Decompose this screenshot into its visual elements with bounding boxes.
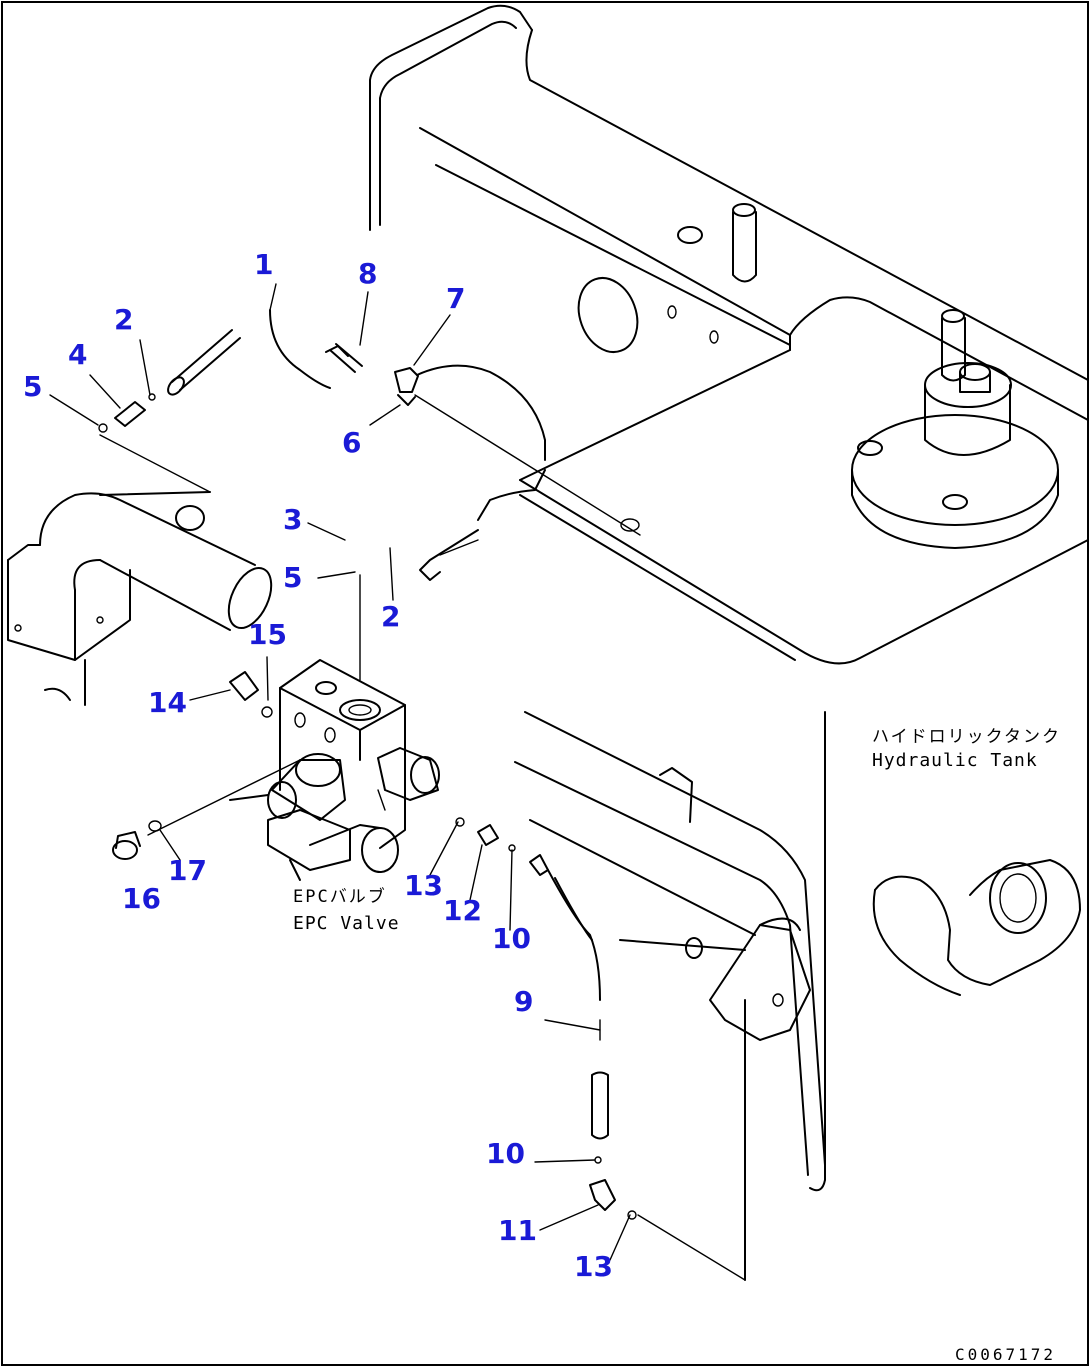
tank-neck-detail	[872, 859, 1081, 996]
hose-9	[529, 854, 637, 1220]
callout-15: 15	[248, 618, 287, 651]
callout-2: 2	[114, 303, 134, 336]
callout-1: 1	[254, 248, 274, 281]
hydraulic-tank-outline	[369, 4, 1089, 665]
epc-valve-label-en: EPC Valve	[293, 913, 400, 934]
fittings-upper-left	[98, 345, 349, 433]
hydraulic-tank-label-en: Hydraulic Tank	[872, 750, 1038, 771]
callout-16: 16	[122, 882, 161, 915]
fittings-epc-left	[112, 671, 273, 860]
callout-10: 10	[492, 922, 531, 955]
callout-4: 4	[68, 338, 88, 371]
suction-elbow	[7, 491, 273, 706]
callout-13: 13	[404, 869, 443, 902]
callout-2b: 2	[381, 600, 401, 633]
lower-frame	[514, 711, 826, 1281]
callout-7: 7	[446, 282, 466, 315]
figure-code: C0067172	[955, 1345, 1057, 1364]
callout-3: 3	[283, 503, 303, 536]
callout-12: 12	[443, 894, 482, 927]
callout-11: 11	[498, 1214, 537, 1247]
fittings-epc-right	[455, 817, 516, 852]
callout-9: 9	[514, 985, 534, 1018]
callout-5b: 5	[283, 561, 303, 594]
hose-assembly-1	[167, 309, 546, 581]
epc-valve-block	[229, 659, 440, 881]
callout-13b: 13	[574, 1250, 613, 1283]
callout-5: 5	[23, 370, 43, 403]
hydraulic-tank-label-jp: ハイドロリックタンク	[872, 727, 1061, 747]
callout-8: 8	[358, 257, 378, 290]
epc-valve-label-jp: EPCバルブ	[293, 887, 387, 907]
callout-6: 6	[342, 426, 362, 459]
leader-lines	[49, 283, 746, 1281]
callout-17: 17	[168, 854, 207, 887]
callout-10b: 10	[486, 1137, 525, 1170]
callout-14: 14	[148, 686, 187, 719]
